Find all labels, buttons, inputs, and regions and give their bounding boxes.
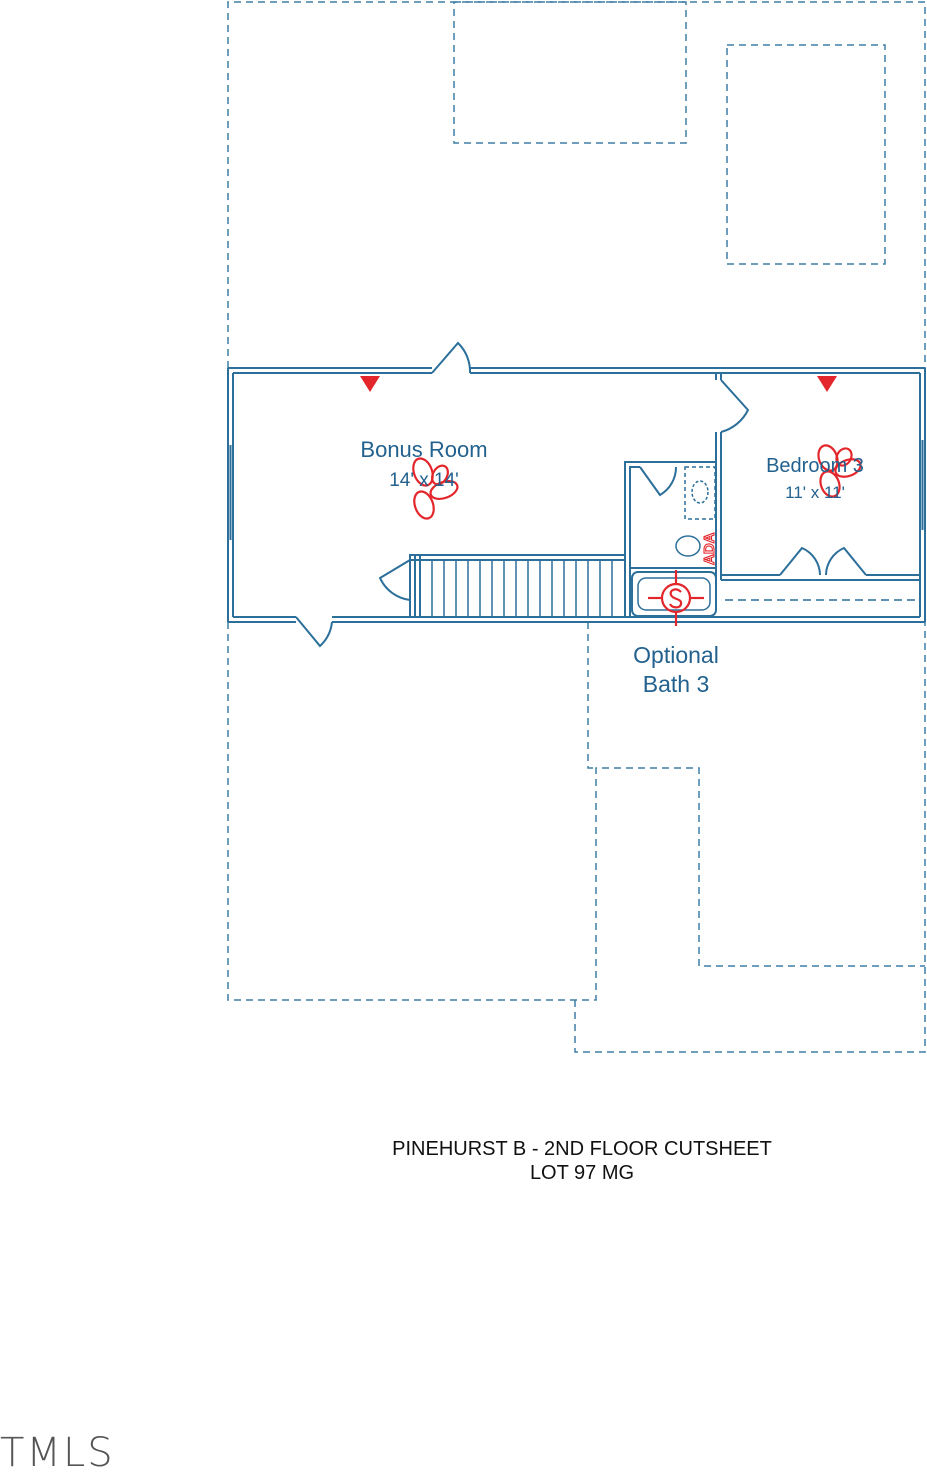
bathtub — [631, 571, 717, 617]
bedroom-3-name: Bedroom 3 — [766, 455, 864, 477]
bath-shower-box — [684, 466, 716, 520]
markup-triangle-bonus — [360, 376, 380, 392]
markup-triangle-bedroom — [817, 376, 837, 392]
dashed-bath-extension — [587, 622, 596, 769]
ceiling-fan-icon — [412, 457, 459, 520]
closet-door-left — [779, 546, 821, 576]
bonus-room-name: Bonus Room — [360, 437, 487, 462]
bath-sink — [675, 535, 701, 557]
stair-treads — [431, 561, 613, 616]
stair-outline — [409, 554, 626, 618]
lot-number: LOT 97 MG — [529, 1162, 635, 1184]
bottom-door-swing — [295, 616, 333, 648]
dashed-box-right — [726, 44, 886, 265]
bath-door-swing — [639, 466, 678, 497]
ceiling-fan-icon — [817, 444, 862, 498]
front-door-swing — [431, 341, 472, 374]
optional-bath-line1: Optional — [633, 642, 719, 668]
floor-walls — [227, 341, 926, 648]
mls-watermark: TMLS — [0, 1430, 115, 1476]
circled-s-icon — [648, 570, 704, 626]
bath-toilet — [691, 480, 709, 504]
bonus-room-dimensions: 14' x 14' — [389, 470, 459, 491]
dashed-outer-top — [227, 1, 926, 368]
dashed-porch — [574, 622, 926, 1053]
bedroom-3-dimensions: 11' x 11' — [785, 483, 845, 502]
dashed-outline-lower — [227, 622, 926, 1053]
optional-bath-line2: Bath 3 — [643, 671, 710, 697]
bedroom-door-swing — [720, 379, 750, 433]
cutsheet-title: PINEHURST B - 2ND FLOOR CUTSHEET — [392, 1138, 772, 1160]
ada-markup: ADA — [701, 532, 718, 565]
dashed-outline-upper — [227, 1, 926, 368]
closet-door-right — [825, 546, 867, 576]
dashed-box-left — [453, 1, 687, 144]
bathtub-inner — [637, 577, 711, 611]
stair-door-swing — [378, 559, 411, 601]
dashed-outer-bottom-left — [227, 622, 925, 1001]
